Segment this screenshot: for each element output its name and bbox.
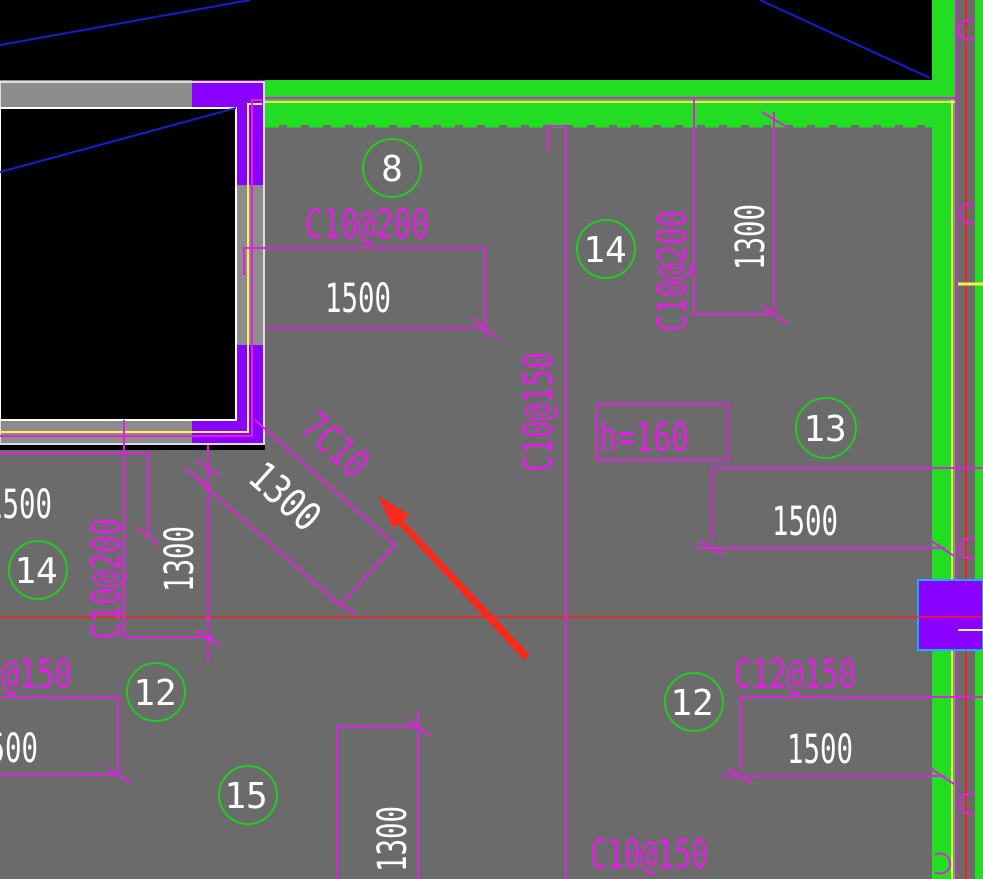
opening-diagonal-line	[0, 107, 237, 173]
rebar-hook	[958, 537, 976, 560]
rebar-shape-1500-top	[243, 247, 486, 329]
rebar-tick	[183, 467, 211, 489]
rebar-tick	[727, 767, 753, 785]
rebar-line-vertical	[547, 125, 567, 879]
opening-outline	[0, 81, 265, 445]
column-purple-right	[918, 580, 983, 650]
bubble-label-12-left: 12	[133, 673, 176, 714]
rebar-label-c10-200-right: C10@200	[650, 210, 696, 332]
rebar-tick	[761, 111, 789, 129]
rebar-shape-1300-bottom	[336, 726, 419, 879]
bubble-circle	[218, 765, 278, 825]
column-purple-right-outline	[917, 579, 983, 651]
rebar-tick	[699, 539, 725, 557]
rebar-hook	[958, 202, 976, 225]
dimension-label-1500-right-lower: 1500	[787, 727, 853, 773]
annotation-arrow[interactable]	[378, 496, 530, 660]
bubble-circle	[8, 540, 68, 600]
rebar-tick	[929, 767, 955, 785]
rebar-label-c12-150-left: C12@150	[0, 652, 72, 698]
void-diagonal-line	[0, 0, 251, 46]
bubble-circle	[362, 138, 422, 198]
h160-box	[596, 403, 729, 461]
rebar-hook	[958, 792, 976, 815]
opening-frame-side	[236, 185, 265, 345]
void-diagonal-line	[759, 0, 931, 79]
rebar-tick	[929, 539, 955, 557]
rebar-label-c10-200-left: C10@200	[84, 518, 130, 640]
rebar-tick	[761, 305, 789, 325]
bubble-circle	[664, 672, 724, 732]
rebar-label-h160: h=160	[599, 415, 689, 461]
dimension-label-1500-left-upper: 1500	[0, 482, 52, 528]
rebar-tick	[195, 459, 221, 477]
bubble-label-13: 13	[803, 409, 846, 450]
bubble-circle	[126, 662, 186, 722]
opening-inner-outline	[0, 107, 237, 421]
bubble-circle	[795, 397, 857, 459]
dimension-label-1500-right-middle: 1500	[772, 499, 838, 545]
rebar-label-c12-150-right: C12@150	[734, 652, 856, 698]
rebar-shape-1500-right-middle	[711, 467, 983, 540]
rebar-shape-1500-left-lower	[0, 696, 119, 776]
dimension-label-1300-top-right: 1300	[728, 204, 774, 270]
opening-void	[0, 108, 236, 420]
rebar-hook	[934, 852, 952, 875]
bubble-circle	[576, 219, 636, 279]
rebar-shape-1300-left	[123, 420, 150, 638]
rebar-label-c10-200-top: C10@200	[305, 202, 429, 248]
bubble-label-14-top: 14	[583, 230, 626, 271]
rebar-label-c10-150-bottom: C10@150	[590, 832, 708, 878]
dimension-label-1300-left: 1300	[157, 526, 203, 592]
rebar-tick	[105, 766, 131, 784]
bubble-label-12-right: 12	[670, 683, 713, 724]
bubble-label-15: 15	[224, 776, 267, 817]
rebar-hook	[958, 19, 976, 41]
opening-frame-top	[0, 80, 192, 108]
rebar-label-c10-150-vertical: C10@150	[516, 352, 562, 472]
bubble-label-8: 8	[381, 149, 403, 190]
rebar-tick	[329, 597, 357, 615]
rebar-shape-1300-top-right	[693, 97, 775, 315]
rebar-shape-1300-diagonal	[195, 419, 397, 607]
bubble-label-14-left: 14	[14, 551, 57, 592]
dimension-label-1500-top: 1500	[325, 276, 391, 322]
rebar-tick	[135, 526, 161, 546]
rebar-shape-1500-right-lower	[740, 696, 983, 770]
opening-magenta-trim	[0, 99, 262, 437]
right-wall-edge	[975, 0, 983, 879]
dimension-label-1300-bottom: 1300	[370, 806, 416, 872]
rebar-shape-1500-left-upper	[0, 452, 149, 535]
dimension-label-1500-left-lower: 1500	[0, 726, 38, 772]
